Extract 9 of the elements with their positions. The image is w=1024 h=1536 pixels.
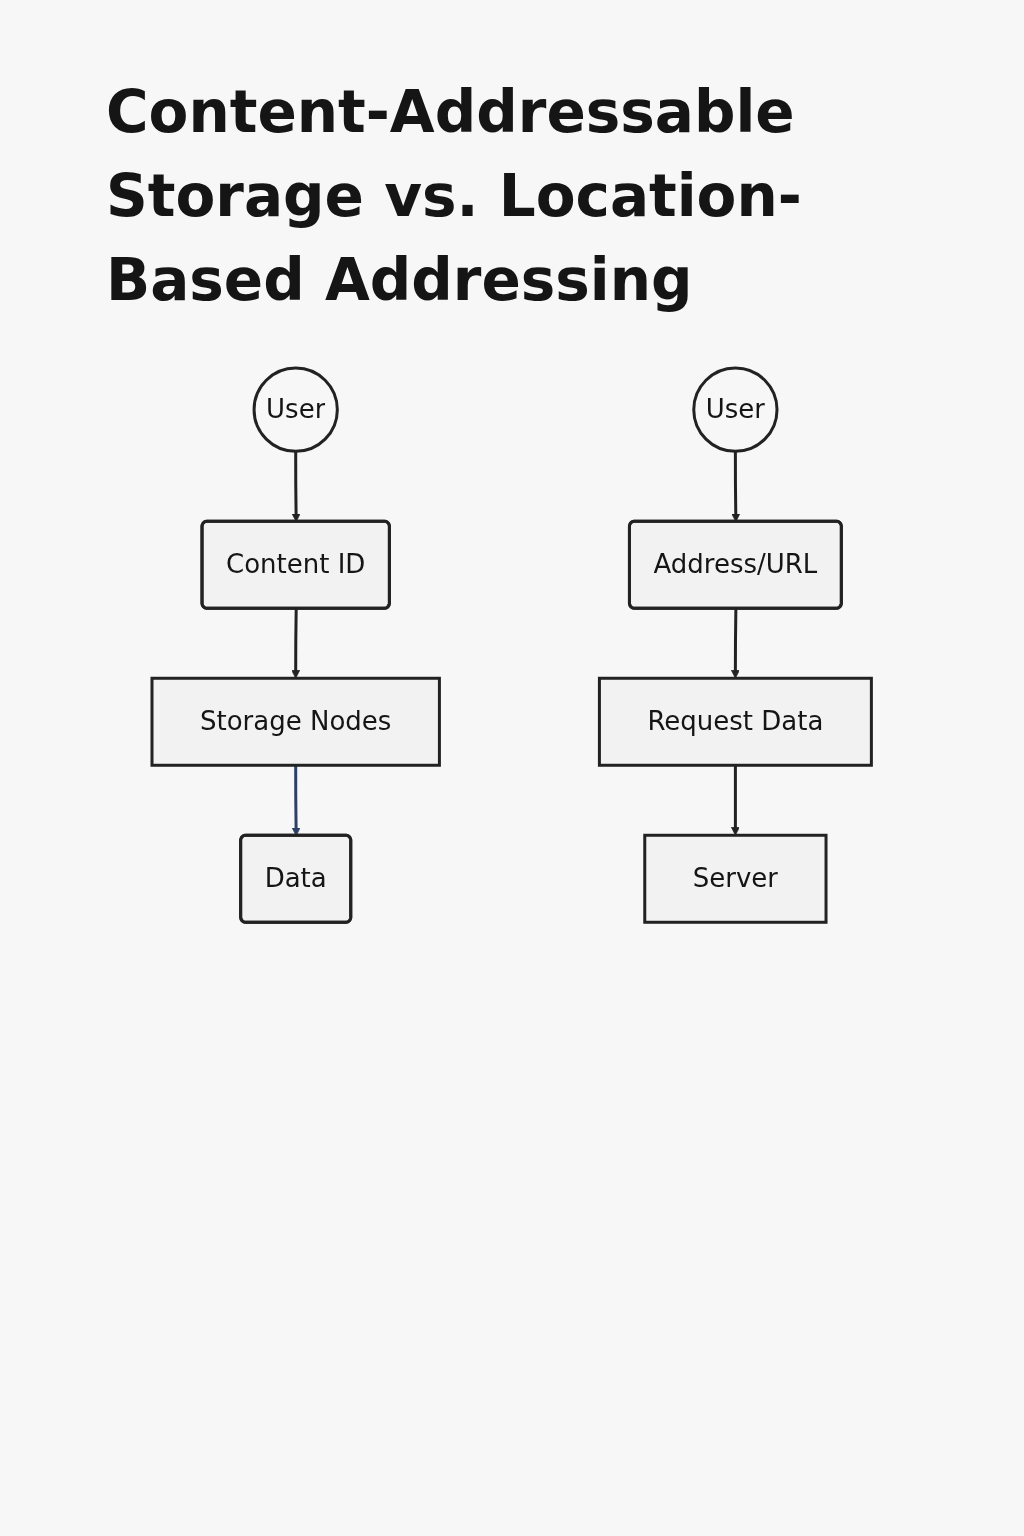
node-box: Request Data: [598, 676, 874, 767]
arrow: [731, 765, 741, 836]
node-circle: User: [692, 366, 779, 453]
node-box: Server: [643, 833, 828, 924]
arrow: [291, 608, 301, 679]
node-circle: User: [252, 366, 340, 453]
arrow: [731, 608, 741, 679]
diagram-title: Content-Addressable Storage vs. Location-Based Addressing: [106, 77, 803, 316]
node-box: Storage Nodes: [150, 676, 442, 767]
